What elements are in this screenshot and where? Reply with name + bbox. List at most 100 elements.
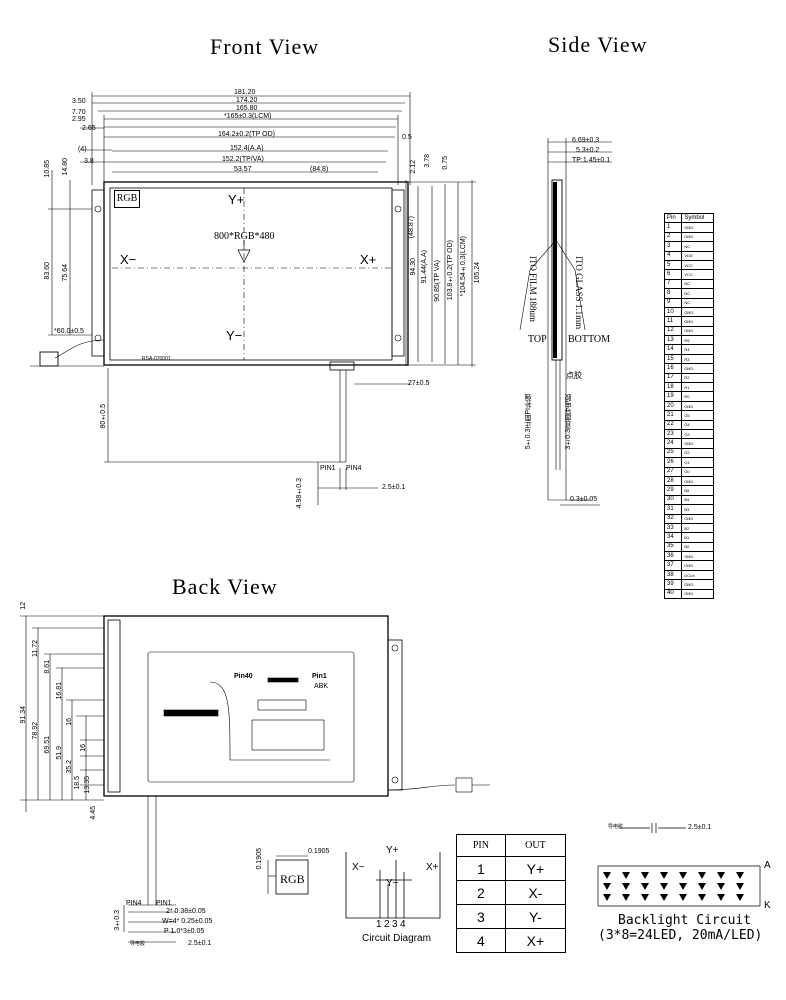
side-top: TOP xyxy=(528,334,547,345)
circuit-x-minus: X− xyxy=(352,862,365,873)
pin-symbol: R2 xyxy=(681,372,714,384)
detail-logo: RGB xyxy=(280,872,305,886)
back-view-title: Back View xyxy=(172,574,278,599)
backlight-cathode: K xyxy=(764,900,771,911)
pin-number: 27 xyxy=(663,466,683,477)
back-dim-91-34: 91.34 xyxy=(20,706,27,724)
side-dim-tp: TP:1.45±0.1 xyxy=(572,157,611,164)
dim-2-65: 2.65 xyxy=(82,125,96,132)
pin-number: 8 xyxy=(663,288,683,299)
fpc-pin4: PIN4 xyxy=(126,900,142,907)
backlight-anode: A xyxy=(764,860,771,871)
out-pin: 1 xyxy=(456,856,506,881)
detail-dim-a: 0.1905 xyxy=(256,848,263,870)
fpc-width: 3±0.3 xyxy=(114,910,121,931)
pin-number: 22 xyxy=(663,419,683,431)
pin-symbol: B3 xyxy=(681,504,714,515)
circuit-y-minus: Y− xyxy=(386,878,399,889)
dim-2-95: 2.95 xyxy=(72,116,86,123)
dim-164-tp: 164.2±0.2(TP OD) xyxy=(218,131,276,138)
out-pin-header: PIN xyxy=(456,834,506,857)
dim-3-8: 3.8 xyxy=(84,158,94,165)
pin-symbol: VDD xyxy=(681,250,714,261)
dim-152-aa: 152.4(A.A) xyxy=(230,145,264,152)
side-bottom: BOTTOM xyxy=(568,334,611,345)
pin-number: 37 xyxy=(663,560,683,571)
pin-symbol: G2 xyxy=(681,447,714,459)
led-array xyxy=(603,872,744,901)
pin-table-header: Pin Symbol xyxy=(663,212,714,224)
back-dim-4-45: 4.45 xyxy=(90,806,97,820)
pin-symbol: B0 xyxy=(681,541,714,553)
back-pin1: Pin1 xyxy=(312,673,327,680)
pin-symbol: G1 xyxy=(681,457,714,468)
dim-48-87: (48.87) xyxy=(408,216,415,239)
pin-symbol: DCLK xyxy=(681,569,714,581)
dim-90-85: 90.85(TP VA) xyxy=(434,260,441,302)
pin-number: 12 xyxy=(663,325,683,337)
pin-symbol: GND xyxy=(681,325,714,337)
front-pin4: PIN4 xyxy=(346,465,362,472)
dim-105-24: 105.24 xyxy=(474,262,481,284)
back-dim-16-a: 16 xyxy=(66,718,73,726)
pin-number: 9 xyxy=(663,297,683,308)
dim-14-8: 14.80 xyxy=(62,158,69,176)
rgb-logo: RGB xyxy=(114,190,140,208)
pin-number: 14 xyxy=(663,344,683,355)
dim-2-12: 2.12 xyxy=(410,160,417,174)
dim-2-5: 2.5±0.1 xyxy=(382,484,406,491)
label-x-plus: X+ xyxy=(360,252,377,267)
pin-number: 34 xyxy=(663,532,683,543)
dim-174: 174.20 xyxy=(236,97,258,104)
pin-number: 3 xyxy=(663,241,683,252)
pin-symbol: B1 xyxy=(681,532,714,543)
pin-symbol: GND xyxy=(681,400,714,412)
pin-number: 23 xyxy=(663,428,683,440)
pin-symbol: GND xyxy=(681,222,714,233)
pin-number: 39 xyxy=(663,579,683,590)
pin-number: 33 xyxy=(663,522,683,534)
pin-symbol: NC xyxy=(681,297,714,308)
dim-4-98: 4.98±0.3 xyxy=(296,478,303,509)
detail-dim-b: 0.1905 xyxy=(308,848,330,855)
pin-symbol: B4 xyxy=(681,494,714,506)
circuit-pin-2: 2 xyxy=(384,919,390,930)
dim-27: 27±0.5 xyxy=(408,380,430,387)
pin-symbol: GND xyxy=(681,475,714,487)
dim-181: 181.20 xyxy=(234,89,256,96)
pin-symbol: R3 xyxy=(681,353,714,365)
pin-number: 36 xyxy=(663,551,683,562)
circuit-pin-1: 1 xyxy=(376,919,382,930)
back-pin40: Pin40 xyxy=(234,673,253,680)
back-dim-69-51: 69.51 xyxy=(44,736,51,754)
pin-number: 30 xyxy=(663,494,683,506)
circuit-pin-4: 4 xyxy=(400,919,406,930)
fpc-dim-d: 2.5±0.1 xyxy=(188,940,212,947)
pin-number: 15 xyxy=(663,353,683,365)
side-tape-left: 5±0.3正面PI补强 xyxy=(525,394,532,450)
pin-number: 10 xyxy=(663,306,683,318)
back-dim-11-72: 11.72 xyxy=(32,640,39,657)
pin-symbol: GND xyxy=(681,551,714,562)
pin-symbol: NC xyxy=(681,288,714,299)
